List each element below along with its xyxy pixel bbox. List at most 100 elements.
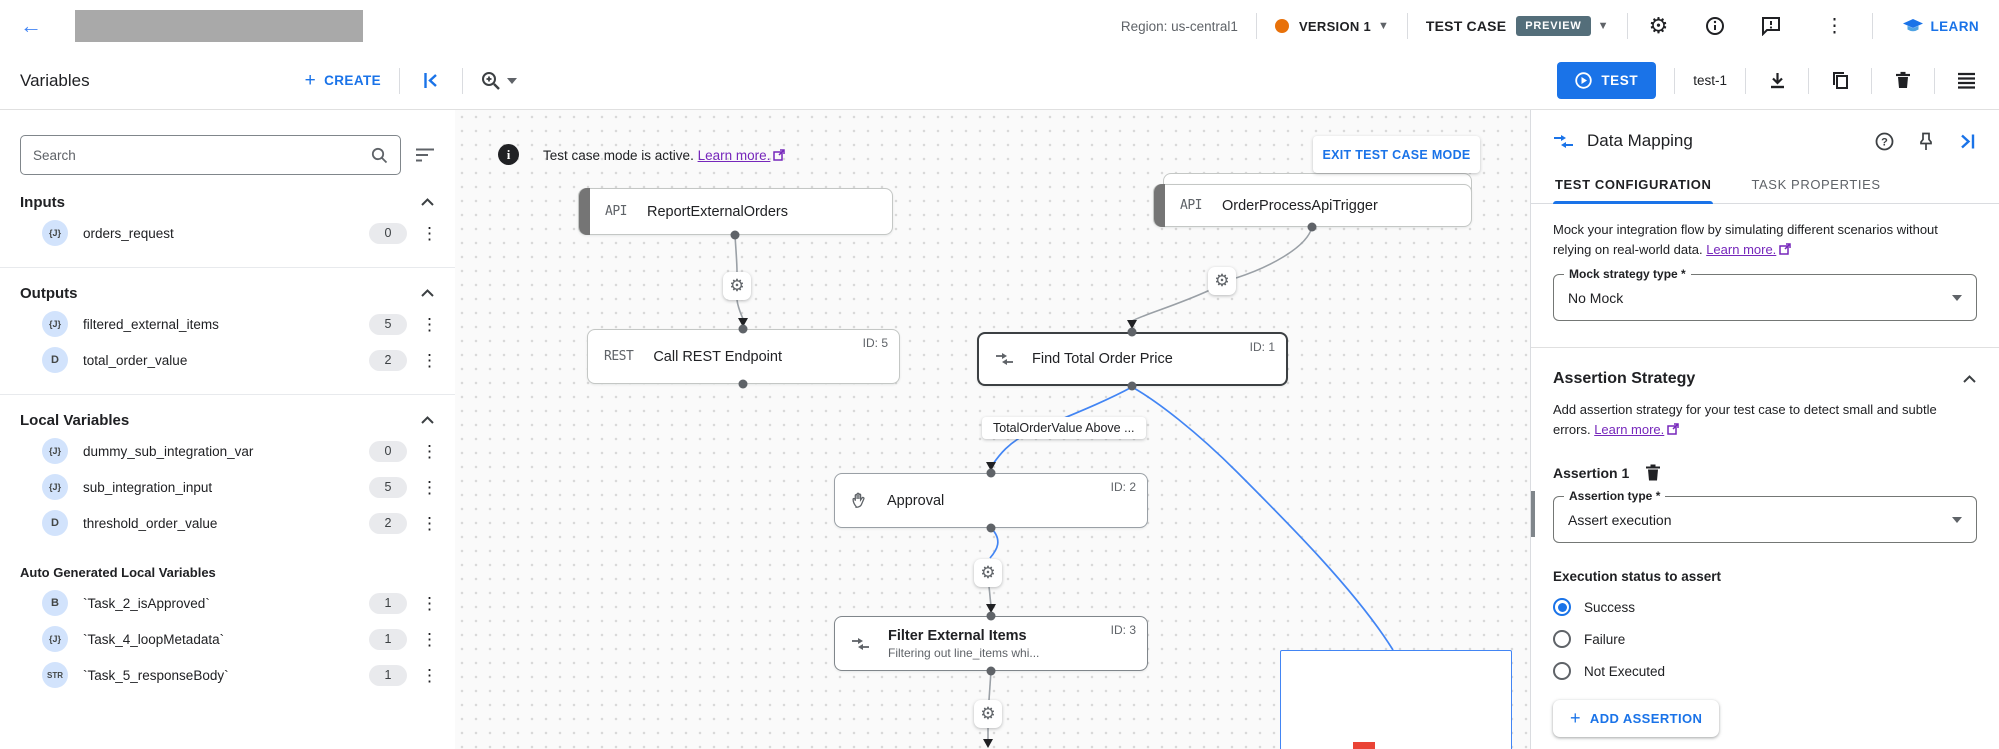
section-title: Local Variables [20, 411, 130, 429]
delete-assertion-icon[interactable] [1645, 464, 1661, 482]
pin-icon[interactable] [1918, 132, 1934, 151]
collapse-panel-icon[interactable] [418, 68, 444, 94]
row-menu-icon[interactable]: ⋮ [421, 593, 438, 613]
more-menu-icon[interactable]: ⋮ [1825, 15, 1844, 37]
node-find-total-order-price[interactable]: Find Total Order Price ID: 1 [977, 332, 1288, 386]
add-assertion-button[interactable]: + ADD ASSERTION [1553, 700, 1720, 737]
section-title: Inputs [20, 193, 65, 211]
variable-row[interactable]: {J} `Task_4_loopMetadata` 1 ⋮ [20, 623, 438, 655]
info-icon: i [498, 144, 519, 165]
test-label: TEST [1601, 73, 1639, 88]
node-call-rest-endpoint[interactable]: REST Call REST Endpoint ID: 5 [587, 329, 900, 384]
selected-node-outline[interactable] [1280, 650, 1512, 749]
row-menu-icon[interactable]: ⋮ [421, 477, 438, 497]
node-order-process-api-trigger[interactable]: API OrderProcessApiTrigger [1153, 184, 1472, 227]
row-menu-icon[interactable]: ⋮ [421, 314, 438, 334]
learn-more-link[interactable]: Learn more. [697, 148, 771, 163]
radio-failure[interactable]: Failure [1553, 630, 1977, 648]
create-variable-button[interactable]: + CREATE [305, 70, 381, 92]
exit-test-case-mode-button[interactable]: EXIT TEST CASE MODE [1313, 136, 1480, 173]
variable-row[interactable]: {J} dummy_sub_integration_var 0 ⋮ [20, 435, 438, 467]
variable-name: threshold_order_value [83, 515, 218, 531]
chevron-up-icon[interactable] [420, 415, 435, 425]
section-header-inputs[interactable]: Inputs [20, 191, 435, 213]
radio-label: Success [1584, 599, 1636, 615]
back-arrow-icon[interactable]: ← [20, 13, 42, 38]
panel-scrollbar[interactable] [1531, 491, 1535, 537]
chevron-up-icon[interactable] [420, 288, 435, 298]
variable-row[interactable]: {J} orders_request 0 ⋮ [20, 217, 438, 249]
feedback-icon[interactable] [1758, 13, 1784, 39]
variable-row[interactable]: D total_order_value 2 ⋮ [20, 344, 438, 376]
external-link-icon [1779, 241, 1792, 261]
chevron-down-icon[interactable]: ▼ [1378, 20, 1389, 32]
radio-not-executed[interactable]: Not Executed [1553, 662, 1977, 680]
settings-gear-icon[interactable]: ⚙ [1648, 13, 1669, 38]
edge-gear-icon[interactable]: ⚙ [1208, 267, 1236, 295]
double-type-icon: D [42, 510, 68, 536]
node-id: ID: 1 [1249, 340, 1275, 354]
edge-gear-icon[interactable]: ⚙ [974, 700, 1002, 728]
variable-name: orders_request [83, 225, 174, 241]
edge-condition-label[interactable]: TotalOrderValue Above ... [982, 417, 1146, 439]
divider [1871, 67, 1872, 94]
test-case-name[interactable]: test-1 [1693, 73, 1727, 88]
node-title: ReportExternalOrders [646, 203, 789, 220]
row-menu-icon[interactable]: ⋮ [421, 441, 438, 461]
list-menu-icon[interactable] [1953, 68, 1979, 94]
section-header-local-variables[interactable]: Local Variables [20, 409, 435, 431]
learn-button[interactable]: LEARN [1902, 19, 1980, 34]
section-header-outputs[interactable]: Outputs [20, 282, 435, 304]
mock-strategy-select[interactable]: Mock strategy type * No Mock [1553, 267, 1977, 321]
copy-icon[interactable] [1827, 68, 1853, 94]
row-menu-icon[interactable]: ⋮ [421, 223, 438, 243]
node-report-external-orders[interactable]: API ReportExternalOrders [578, 188, 893, 235]
divider [1626, 13, 1628, 39]
close-panel-icon[interactable] [1958, 132, 1977, 151]
variable-row[interactable]: D threshold_order_value 2 ⋮ [20, 507, 438, 539]
help-icon[interactable]: ? [1875, 132, 1894, 151]
chevron-up-icon[interactable] [1962, 374, 1977, 384]
row-menu-icon[interactable]: ⋮ [421, 513, 438, 533]
learn-more-link[interactable]: Learn more. [1594, 421, 1665, 437]
chevron-down-icon[interactable]: ▼ [1597, 20, 1609, 32]
variable-row[interactable]: {J} filtered_external_items 5 ⋮ [20, 308, 438, 340]
variable-row[interactable]: B `Task_2_isApproved` 1 ⋮ [20, 587, 438, 619]
download-icon[interactable] [1764, 68, 1790, 94]
api-trigger-tag: API [1180, 198, 1202, 213]
test-button[interactable]: TEST [1557, 62, 1657, 99]
search-input[interactable] [33, 147, 371, 163]
row-menu-icon[interactable]: ⋮ [421, 350, 438, 370]
tab-test-configuration[interactable]: TEST CONFIGURATION [1553, 167, 1714, 204]
sort-icon[interactable] [415, 147, 435, 163]
radio-button-selected[interactable] [1553, 598, 1571, 616]
edge-gear-icon[interactable]: ⚙ [974, 559, 1002, 587]
banner-message: Test case mode is active. [543, 148, 694, 163]
variable-row[interactable]: STR `Task_5_responseBody` 1 ⋮ [20, 659, 438, 691]
tab-task-properties[interactable]: TASK PROPERTIES [1751, 177, 1881, 192]
chevron-up-icon[interactable] [420, 197, 435, 207]
divider [1934, 67, 1935, 94]
node-filter-external-items[interactable]: Filter External Items Filtering out line… [834, 616, 1148, 671]
assertion-strategy-header[interactable]: Assertion Strategy [1553, 370, 1977, 388]
chevron-down-icon [507, 77, 518, 84]
variable-row[interactable]: {J} sub_integration_input 5 ⋮ [20, 471, 438, 503]
zoom-control[interactable] [481, 71, 518, 91]
row-menu-icon[interactable]: ⋮ [421, 665, 438, 685]
version-selector[interactable]: VERSION 1 [1298, 18, 1371, 34]
radio-success[interactable]: Success [1553, 598, 1977, 616]
radio-button[interactable] [1553, 630, 1571, 648]
row-menu-icon[interactable]: ⋮ [421, 629, 438, 649]
learn-more-link[interactable]: Learn more. [1706, 241, 1777, 257]
search-box[interactable] [20, 135, 401, 175]
node-approval[interactable]: Approval ID: 2 [834, 473, 1148, 528]
page-title: Variables [20, 70, 90, 90]
delete-icon[interactable] [1890, 68, 1916, 94]
info-icon[interactable] [1702, 13, 1728, 39]
edge-gear-icon[interactable]: ⚙ [723, 272, 751, 300]
assertion-type-select[interactable]: Assertion type * Assert execution [1553, 489, 1977, 543]
error-marker [1353, 742, 1375, 749]
radio-button[interactable] [1553, 662, 1571, 680]
usage-count-badge: 2 [369, 512, 407, 534]
flow-canvas[interactable]: i Test case mode is active. Learn more. … [455, 110, 1530, 749]
